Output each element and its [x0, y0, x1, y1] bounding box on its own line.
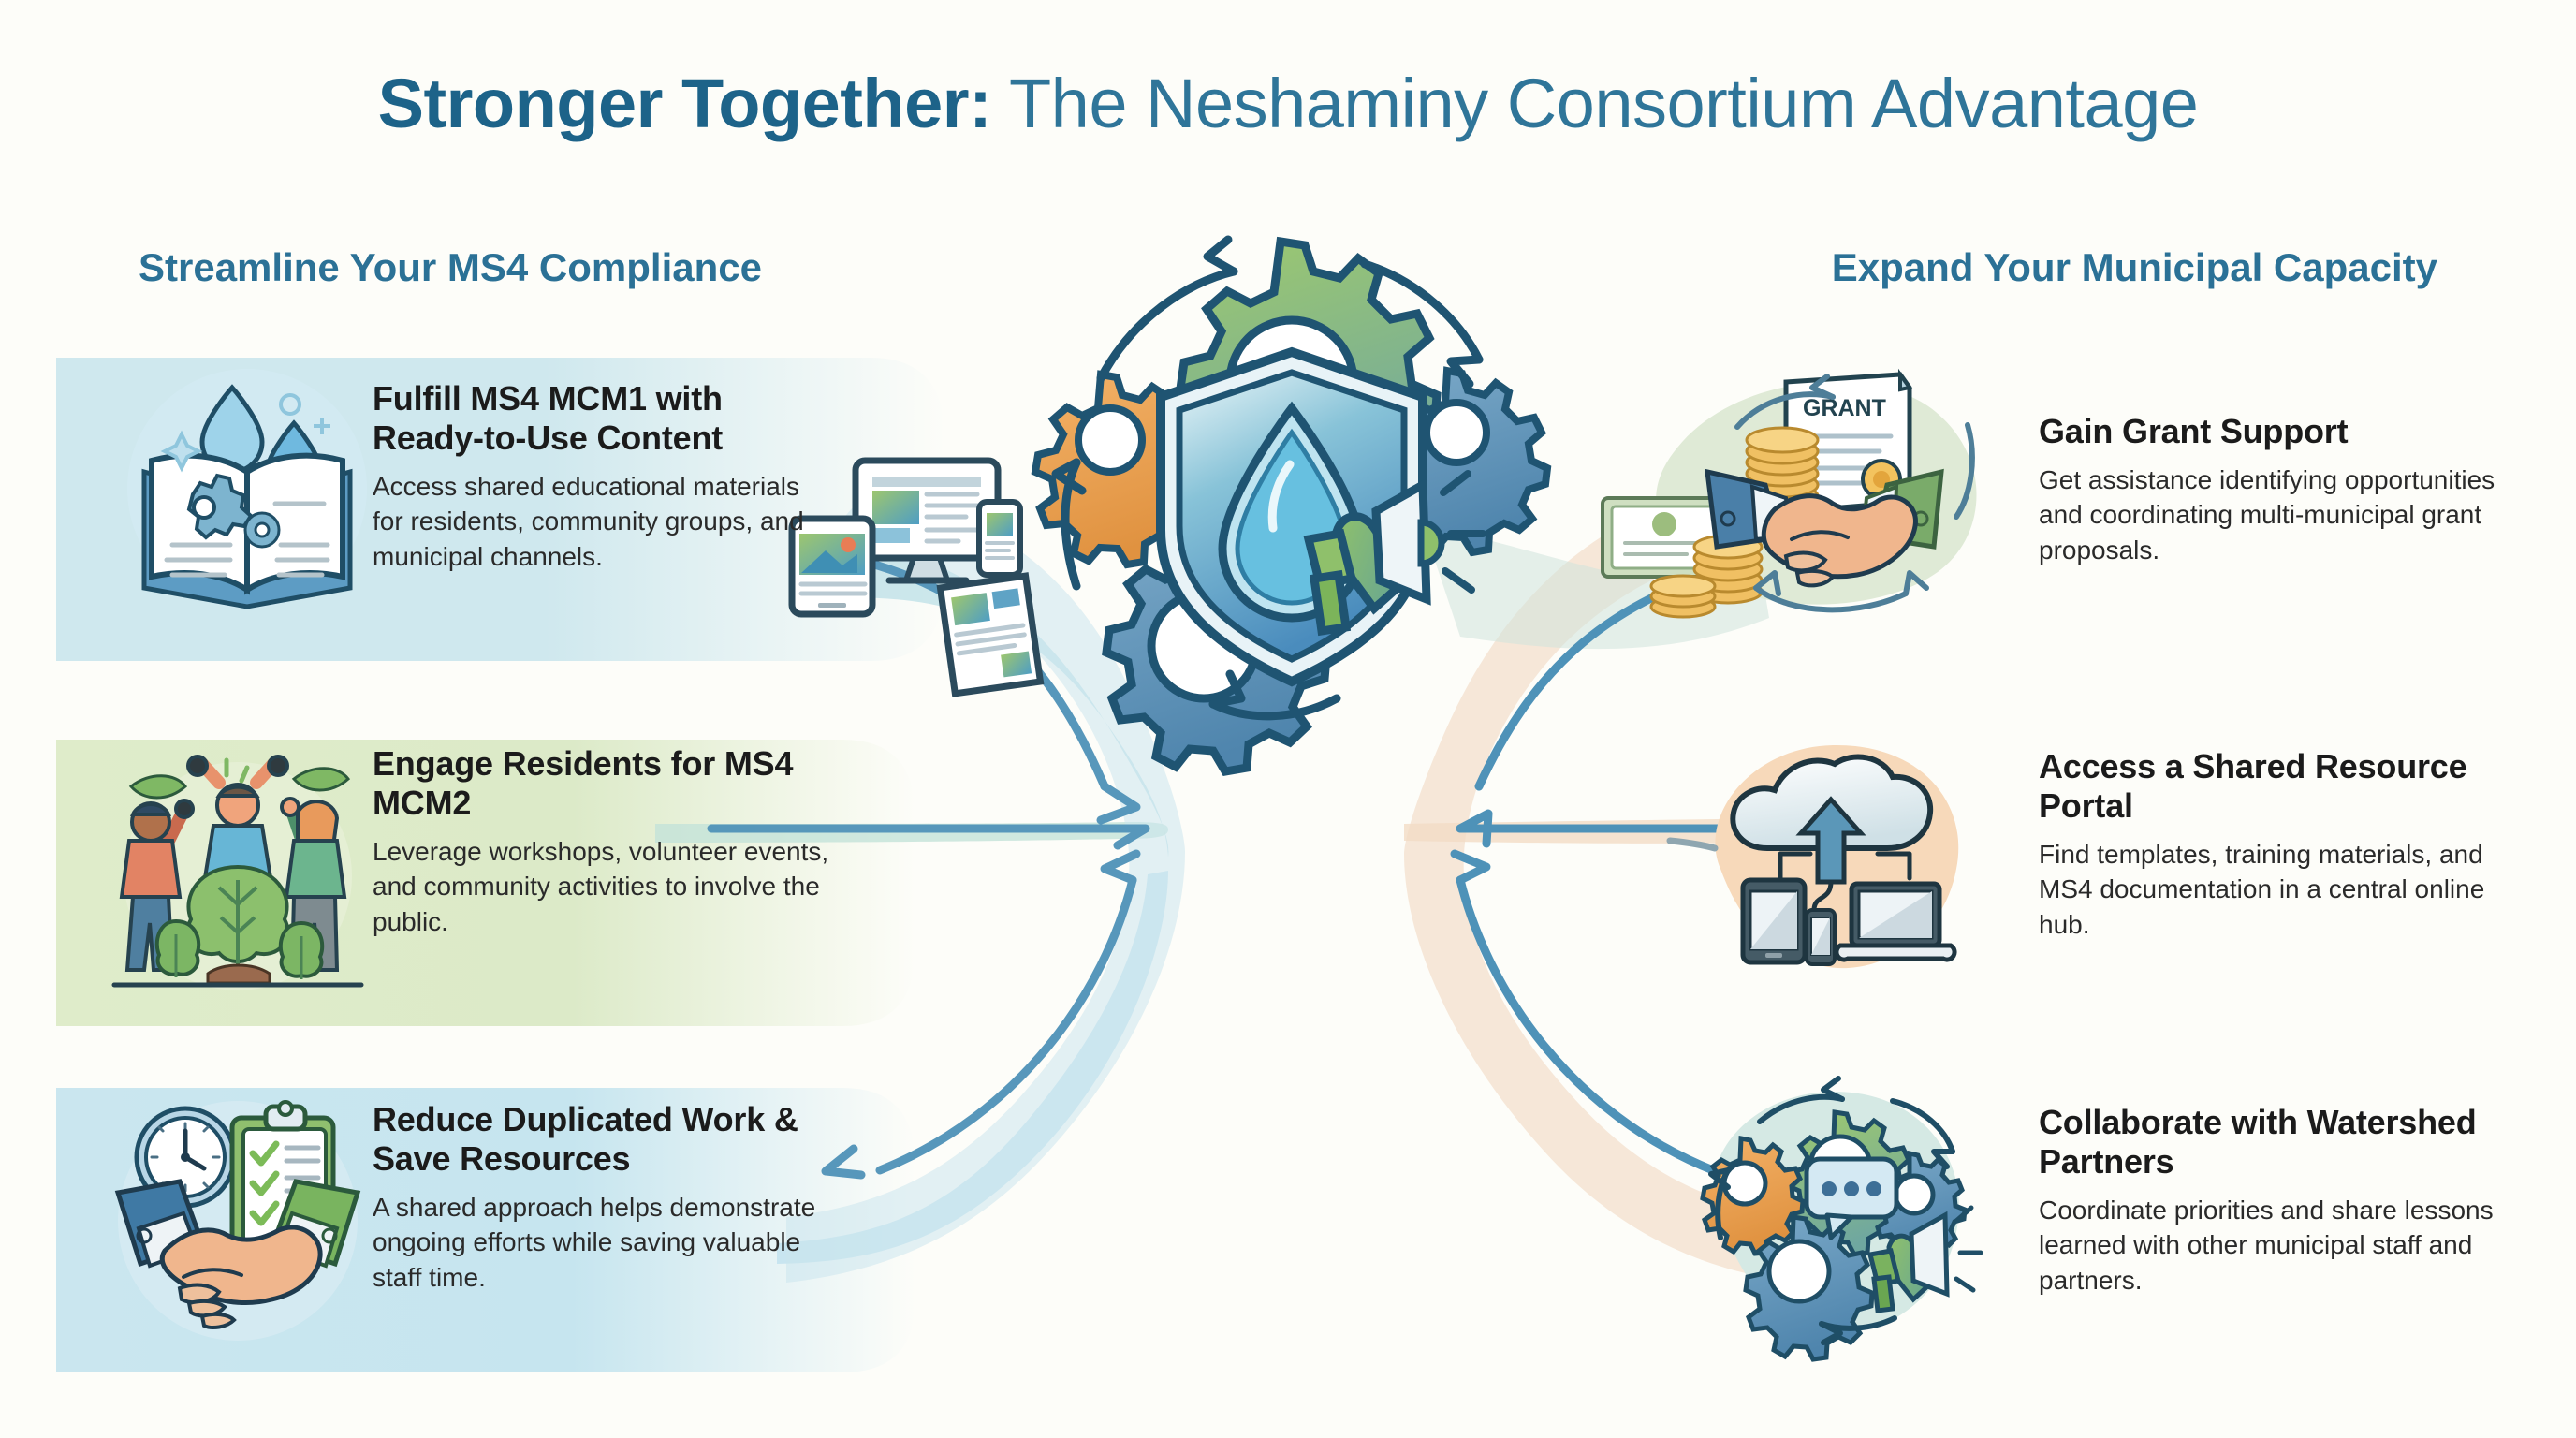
feature-right-2-title: Access a Shared Resource Portal — [2039, 747, 2467, 826]
shield-water-drop-gears-megaphone-icon — [1031, 235, 1552, 776]
feature-right-2-body: Find templates, training materials, and … — [2039, 840, 2485, 939]
feature-left-2: Engage Residents for MS4 MCM2 Leverage w… — [373, 744, 831, 939]
feature-right-3-body: Coordinate priorities and share lessons … — [2039, 1196, 2494, 1295]
feature-left-1-body: Access shared educational materials for … — [373, 472, 804, 571]
left-column-heading: Streamline Your MS4 Compliance — [139, 245, 762, 289]
feature-left-2-title: Engage Residents for MS4 MCM2 — [373, 744, 794, 823]
feature-left-3-body: A shared approach helps demonstrate ongo… — [373, 1193, 816, 1292]
feature-right-1-title: Gain Grant Support — [2039, 412, 2349, 450]
feature-right-3: Collaborate with Watershed Partners Coor… — [2039, 1103, 2507, 1298]
cloud-devices-icon — [1666, 744, 1959, 969]
community-people-trees-icon — [111, 755, 364, 990]
page-title: Stronger Together: The Neshaminy Consort… — [0, 64, 2576, 143]
feature-left-3: Reduce Duplicated Work & Save Resources … — [373, 1100, 841, 1295]
feature-right-3-title: Collaborate with Watershed Partners — [2039, 1103, 2477, 1181]
devices-content-icon — [788, 457, 1045, 697]
grant-handshake-coins-icon: GRANT — [1601, 368, 1977, 619]
open-book-water-drops-icon — [127, 369, 367, 609]
feature-left-1-title: Fulfill MS4 MCM1 with Ready-to-Use Conte… — [373, 379, 724, 458]
right-flow-ribbons — [1404, 487, 1858, 1283]
page-title-strong: Stronger Together: — [377, 65, 992, 142]
handshake-clock-checklist-icon — [114, 1100, 361, 1341]
feature-right-2: Access a Shared Resource Portal Find tem… — [2039, 747, 2507, 942]
feature-right-1-body: Get assistance identifying opportunities… — [2039, 465, 2496, 565]
feature-left-2-body: Leverage workshops, volunteer events, an… — [373, 837, 829, 936]
grant-document-label: GRANT — [1803, 395, 1886, 421]
gears-speech-megaphone-icon — [1700, 1076, 1983, 1362]
feature-left-1: Fulfill MS4 MCM1 with Ready-to-Use Conte… — [373, 379, 812, 574]
feature-left-3-title: Reduce Duplicated Work & Save Resources — [373, 1100, 798, 1179]
feature-right-1: Gain Grant Support Get assistance identi… — [2039, 412, 2507, 567]
page-title-light: The Neshaminy Consortium Advantage — [991, 65, 2199, 142]
right-column-heading: Expand Your Municipal Capacity — [1831, 245, 2437, 289]
